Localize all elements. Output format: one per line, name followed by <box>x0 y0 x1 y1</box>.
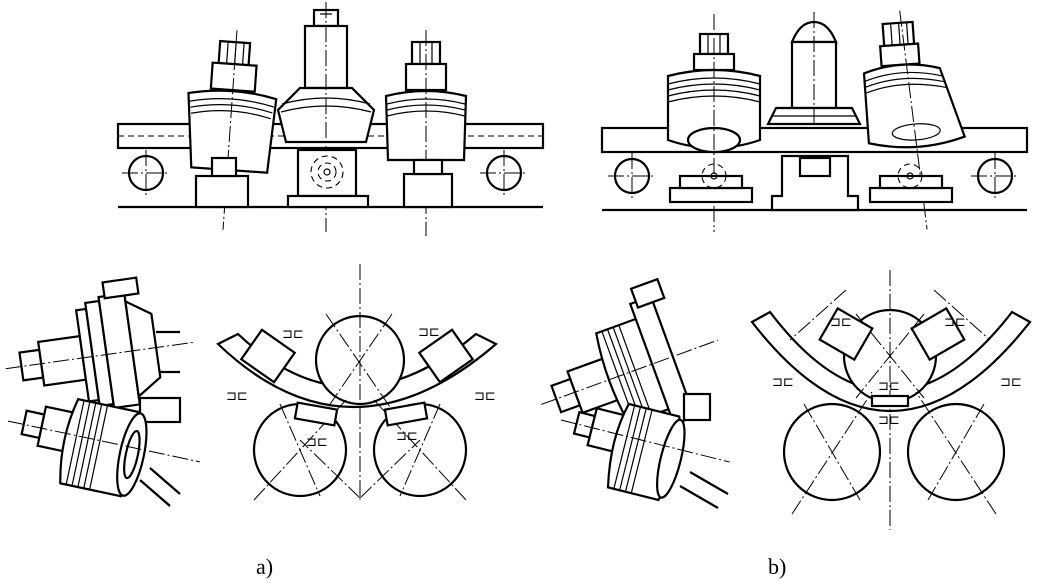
cross-section-a: ⊐⊏ ⊐⊏ ⊐⊏ ⊐⊏ ⊐⊏ ⊐⊏ <box>216 264 498 501</box>
middle-roll-b <box>766 12 862 130</box>
svg-text:⊐⊏: ⊐⊏ <box>772 375 794 390</box>
svg-text:⊐⊏: ⊐⊏ <box>878 379 900 394</box>
svg-text:⊐⊏: ⊐⊏ <box>396 429 418 444</box>
svg-text:⊐⊏: ⊐⊏ <box>282 327 304 342</box>
cross-section-b: ⊐⊏ ⊐⊏ ⊐⊏ ⊐⊏ ⊐⊏ ⊐⊏ <box>750 270 1032 530</box>
left-roll-a <box>187 30 278 230</box>
svg-text:⊐⊏: ⊐⊏ <box>878 413 900 428</box>
svg-text:⊐⊏: ⊐⊏ <box>944 315 966 330</box>
roll-assembly-a <box>5 276 200 507</box>
svg-text:⊐⊏: ⊐⊏ <box>226 389 248 404</box>
roll-assembly-b <box>541 277 730 509</box>
right-roll-a <box>384 30 468 236</box>
svg-text:⊐⊏: ⊐⊏ <box>418 325 440 340</box>
label-a: a) <box>256 554 274 579</box>
middle-roll-a <box>276 2 376 232</box>
svg-text:⊐⊏: ⊐⊏ <box>830 315 852 330</box>
svg-text:⊐⊏: ⊐⊏ <box>474 389 496 404</box>
svg-text:⊐⊏: ⊐⊏ <box>1000 375 1022 390</box>
label-b: b) <box>768 554 787 579</box>
side-view-a <box>116 2 545 236</box>
svg-text:⊐⊏: ⊐⊏ <box>306 435 328 450</box>
side-view-b <box>600 10 1029 232</box>
left-roll-b <box>666 14 762 232</box>
